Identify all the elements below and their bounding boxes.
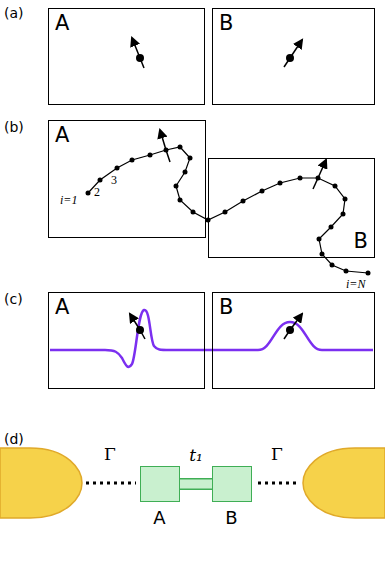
spin-b <box>284 40 302 67</box>
annotation: i=N <box>346 278 365 290</box>
panel-label: (a) <box>4 6 24 20</box>
annotation: 2 <box>94 186 100 198</box>
panel-label: (b) <box>4 120 24 134</box>
region-box: A <box>48 292 205 389</box>
coupling-label: t₁ <box>189 447 203 464</box>
region-label: A <box>55 13 69 34</box>
region-label: B <box>219 297 233 318</box>
polymer-chain <box>86 130 371 276</box>
region-label: A <box>55 297 69 318</box>
annotation: 3 <box>111 174 117 186</box>
region-label: B <box>225 509 237 527</box>
panel-label: (d) <box>4 432 24 446</box>
region-label: B <box>219 13 233 34</box>
annotation: Γ <box>104 446 116 463</box>
quantum-dot: A <box>140 466 180 502</box>
region-label: A <box>153 509 165 527</box>
region-box: B <box>212 8 375 105</box>
region-box: A <box>48 120 206 238</box>
region-label: A <box>55 125 69 146</box>
panel-label: (c) <box>4 292 23 306</box>
region-box: B <box>208 158 375 258</box>
region-box: B <box>212 292 375 389</box>
spin-a <box>132 38 144 68</box>
tunnel-coupling <box>179 484 213 485</box>
region-label: B <box>354 231 368 252</box>
annotation: Γ <box>271 446 283 463</box>
leads <box>0 448 385 518</box>
quantum-dot: B <box>212 466 252 502</box>
region-box: A <box>48 8 205 105</box>
annotation: i=1 <box>60 194 77 206</box>
